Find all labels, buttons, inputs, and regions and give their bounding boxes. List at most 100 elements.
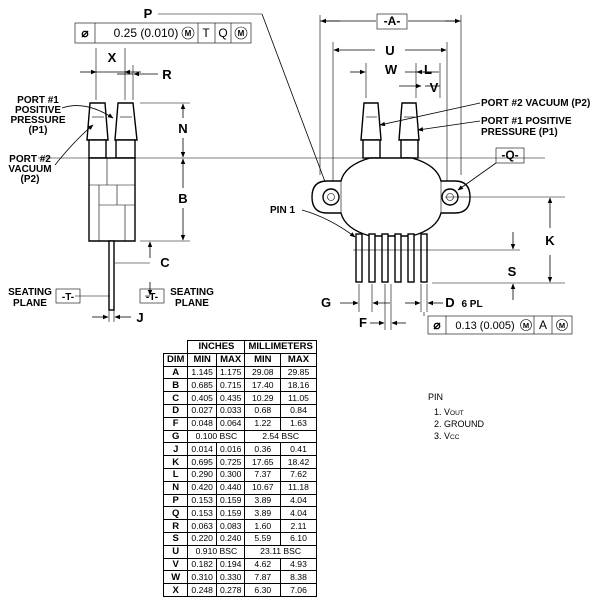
dim-letter: D xyxy=(162,403,189,418)
dim-letter: B xyxy=(162,378,189,393)
table-cell: 0.36 xyxy=(244,442,282,457)
dim-w-label: W xyxy=(385,62,398,77)
table-cell: 0.240 xyxy=(215,531,246,546)
table-cell: 0.159 xyxy=(215,493,246,508)
port2-left-line1: PORT #2 xyxy=(9,154,51,165)
table-cell: 0.278 xyxy=(215,583,246,597)
table-cell: 5.59 xyxy=(244,531,282,546)
table-cell: 29.85 xyxy=(280,365,317,380)
dim-c-label: C xyxy=(160,255,170,270)
port1-right-line1: PORT #1 POSITIVE xyxy=(481,116,572,127)
pin-name: GROUND xyxy=(444,419,485,429)
table-cell: 0.159 xyxy=(215,506,246,521)
side-view-callouts: PORT #1 POSITIVE PRESSURE (P1) PORT #2 V… xyxy=(8,95,114,185)
column-header: DIM xyxy=(162,352,189,367)
table-cell: 0.290 xyxy=(187,467,217,482)
table-cell: 7.06 xyxy=(280,583,317,597)
dim-letter: A xyxy=(162,365,189,380)
column-header: MIN xyxy=(244,352,282,367)
column-header: MAX xyxy=(280,352,317,367)
pin1-label: PIN 1 xyxy=(270,205,295,216)
table-cell: 4.04 xyxy=(280,506,317,521)
port2-right-label: PORT #2 VACUUM (P2) xyxy=(481,98,590,109)
side-view-dimensions: X R N B C J xyxy=(75,48,190,325)
tolerance-frame-top: ⌀ 0.25 (0.010) M T Q M xyxy=(74,22,252,44)
table-cell: 1.60 xyxy=(244,519,282,533)
table-cell: 0.330 xyxy=(215,570,246,585)
dim-letter: P xyxy=(162,493,189,508)
dim-letter: F xyxy=(162,416,189,431)
dim-letter: X xyxy=(162,583,189,597)
table-cell: 3.89 xyxy=(244,506,282,521)
table-cell: 0.910 BSC xyxy=(187,544,246,559)
table-cell: 1.63 xyxy=(280,416,317,431)
dim-j-label: J xyxy=(136,310,143,325)
dimension-table: INCHES MILLIMETERS DIM MIN MAX MIN MAX A… xyxy=(162,340,317,597)
dim-letter: U xyxy=(162,544,189,559)
table-cell: 0.048 xyxy=(187,416,217,431)
dim-letter: N xyxy=(162,480,189,495)
table-cell: 0.41 xyxy=(280,442,317,457)
dim-x-label: X xyxy=(108,50,117,65)
table-cell: 7.87 xyxy=(244,570,282,585)
table-cell: 0.014 xyxy=(187,442,217,457)
pin-name-subscript: OUT xyxy=(450,410,464,417)
dim-u-label: U xyxy=(385,43,394,58)
table-cell: 10.67 xyxy=(244,480,282,495)
table-cell: 17.65 xyxy=(244,455,282,469)
seating-plane-datum: -T- -T- SEATING PLANE SEATING PLANE xyxy=(8,287,214,309)
table-cell: 6.30 xyxy=(244,583,282,597)
pin-name: V xyxy=(444,407,451,417)
table-cell: 0.68 xyxy=(244,403,282,418)
table-cell: 0.083 xyxy=(215,519,246,533)
table-cell: 0.695 xyxy=(187,455,217,469)
table-cell: 0.84 xyxy=(280,403,317,418)
mmc-modifier: M xyxy=(185,29,192,38)
mmc-modifier: M xyxy=(523,321,529,330)
table-cell: 6.10 xyxy=(280,531,317,546)
table-group-header-row: INCHES MILLIMETERS xyxy=(163,340,317,354)
table-cell: 0.033 xyxy=(215,403,246,418)
pin-number: 1. xyxy=(434,407,442,417)
table-cell: 2.11 xyxy=(280,519,317,533)
dim-v-label: V xyxy=(430,80,439,95)
front-view: -A- U W L V xyxy=(311,13,525,283)
port1-left-line4: (P1) xyxy=(29,125,48,136)
table-cell: 0.182 xyxy=(187,557,217,572)
table-cell: 18.16 xyxy=(280,378,317,393)
dim-letter: S xyxy=(162,531,189,546)
dim-s-label: S xyxy=(508,264,517,279)
table-cell: 7.37 xyxy=(244,467,282,482)
dim-letter: V xyxy=(162,557,189,572)
table-cell: 7.62 xyxy=(280,467,317,482)
pin-item: 2. GROUND xyxy=(428,419,484,431)
dim-d-label: D xyxy=(445,295,454,310)
port2-left-line2: VACUUM xyxy=(8,164,51,175)
table-cell: 0.016 xyxy=(215,442,246,457)
port1-left-line3: PRESSURE xyxy=(10,115,65,126)
table-cell: 0.300 xyxy=(215,467,246,482)
dim-letter: R xyxy=(162,519,189,533)
table-cell: 29.08 xyxy=(244,365,282,380)
seating-plane-left-2: PLANE xyxy=(13,298,47,309)
table-cell: 0.063 xyxy=(187,519,217,533)
column-header: MIN xyxy=(187,352,217,367)
dim-b-label: B xyxy=(178,191,187,206)
table-cell: 0.310 xyxy=(187,570,217,585)
table-cell: 1.145 xyxy=(187,365,217,380)
dim-p-label: P xyxy=(144,6,153,21)
port1-left-line2: POSITIVE xyxy=(15,105,61,116)
dim-p: P xyxy=(144,6,328,188)
table-cell: 0.153 xyxy=(187,506,217,521)
